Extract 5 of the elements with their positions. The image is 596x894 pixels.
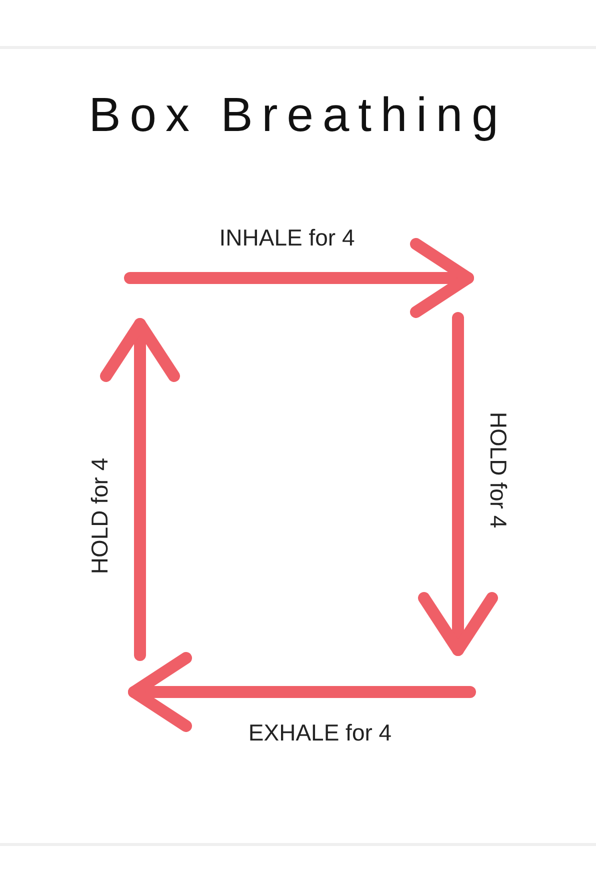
arrow-label: HOLD for 4 <box>484 412 512 528</box>
arrow-label: INHALE for 4 <box>219 224 355 252</box>
arrow-label: EXHALE for 4 <box>248 720 392 746</box>
title: Box Breathing <box>88 88 508 143</box>
arrow-label: HOLD for 4 <box>86 458 114 574</box>
